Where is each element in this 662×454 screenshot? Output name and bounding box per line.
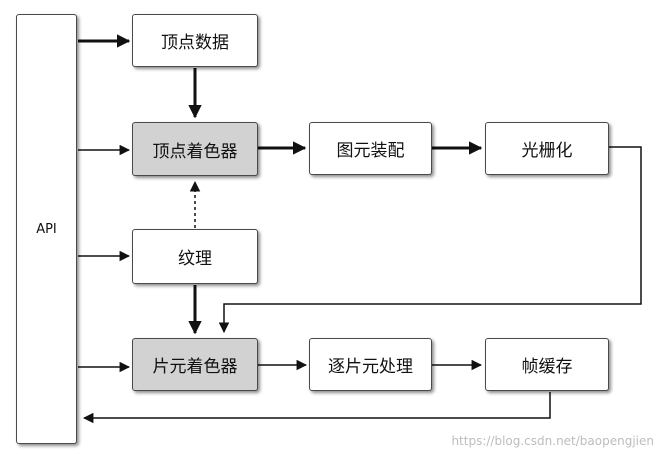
vertex-shader-label: 顶点着色器 xyxy=(152,141,238,162)
api-node: API xyxy=(16,14,77,444)
api-label: API xyxy=(36,221,57,237)
vertex-shader-node: 顶点着色器 xyxy=(132,122,258,176)
framebuffer-label: 帧缓存 xyxy=(521,357,573,377)
primitive-assembly-node: 图元装配 xyxy=(309,122,432,175)
fragment-shader-node: 片元着色器 xyxy=(132,338,258,391)
texture-label: 纹理 xyxy=(178,249,212,269)
arrow-rasterization-to-fragment-shader xyxy=(218,146,642,334)
primitive-assembly-label: 图元装配 xyxy=(336,141,405,161)
texture-node: 纹理 xyxy=(132,229,258,284)
vertex-data-label: 顶点数据 xyxy=(161,33,229,53)
framebuffer-node: 帧缓存 xyxy=(485,338,609,391)
arrow-framebuffer-to-api xyxy=(82,392,551,424)
vertex-data-node: 顶点数据 xyxy=(132,14,258,67)
fragment-shader-label: 片元着色器 xyxy=(152,357,238,377)
fragment-ops-label: 逐片元处理 xyxy=(328,357,413,377)
watermark-url: https://blog.csdn.net/baopengjien xyxy=(451,434,654,448)
fragment-ops-node: 逐片元处理 xyxy=(309,338,432,391)
rasterization-node: 光栅化 xyxy=(485,122,609,175)
rasterization-label: 光栅化 xyxy=(521,141,573,161)
